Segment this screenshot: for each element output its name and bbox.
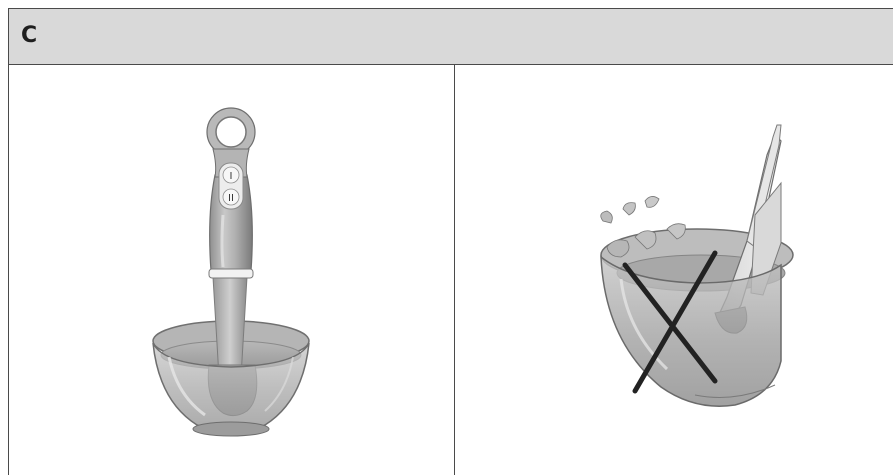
bowl-base	[193, 422, 269, 436]
section-header: C	[9, 9, 893, 65]
prohibited-use-panel	[455, 65, 893, 475]
handle-hole	[216, 117, 246, 147]
speed-1-label: I	[230, 171, 233, 182]
tilted-blender-illustration	[455, 65, 893, 475]
speed-2-label: II	[228, 193, 234, 204]
splash-drop-1	[601, 211, 613, 223]
blender-shaft	[213, 277, 247, 377]
instruction-frame: C	[8, 8, 893, 475]
body-highlight	[222, 215, 223, 267]
blender-collar	[209, 269, 253, 278]
blender-in-bowl-illustration: I II	[9, 65, 454, 475]
section-label: C	[21, 23, 37, 48]
splash-drop-2	[623, 203, 635, 215]
correct-use-panel: I II	[9, 65, 455, 475]
splash-drop-3	[645, 196, 659, 207]
